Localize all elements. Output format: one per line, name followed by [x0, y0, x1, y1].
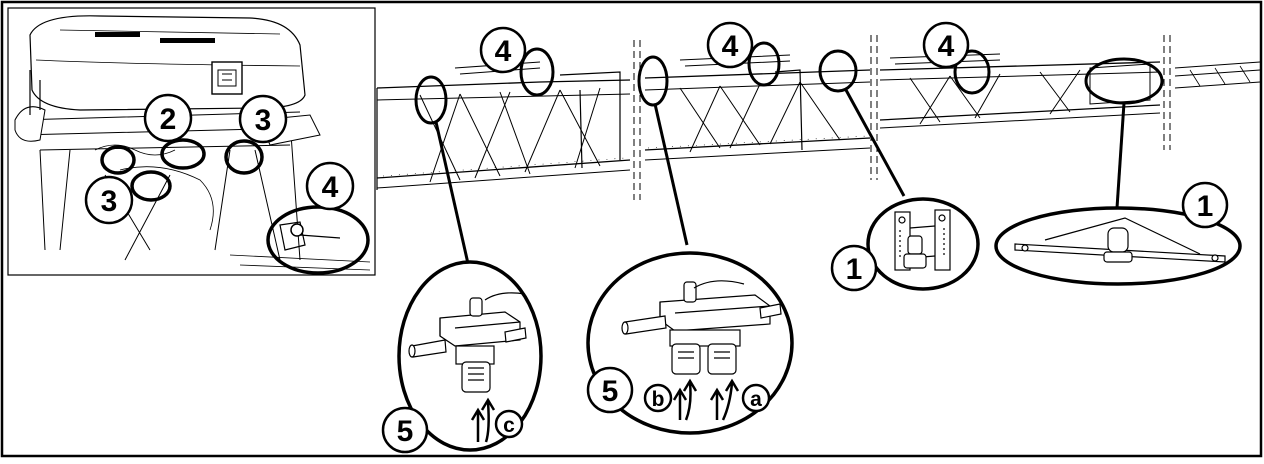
callout-label: 1: [846, 253, 863, 286]
highlight-oval-3-upper: [100, 145, 136, 175]
callout-label: 1: [1197, 190, 1214, 223]
valve-block: [621, 280, 782, 375]
highlight-oval-5-mid: [637, 55, 669, 107]
tank-lid-slot: [95, 32, 140, 37]
callout-4-boom-mid: 4: [706, 21, 754, 69]
callout-4-boom-left: 4: [479, 26, 527, 74]
valve-block: [408, 292, 527, 393]
callout-label: 5: [602, 375, 619, 408]
highlight-oval-3-right: [224, 139, 264, 175]
boom-highlights: [414, 41, 1164, 125]
callout-3-right: 3: [238, 94, 288, 144]
callout-label: 3: [101, 185, 118, 218]
detail-circle: [866, 197, 980, 291]
port-label-b: b: [643, 383, 673, 413]
callout-label: 4: [722, 30, 739, 63]
callout-1-bracket: 1: [830, 244, 878, 292]
detail-bracket: 1: [830, 197, 980, 292]
port-label-a: a: [741, 383, 771, 413]
tank-logo-plate: [211, 61, 243, 95]
highlight-oval-3-lower: [130, 170, 172, 202]
tank-inset: 2 3 3 4: [7, 7, 376, 276]
callout-label: 5: [397, 415, 414, 448]
highlight-oval-2: [160, 138, 206, 170]
detail-valve-left: c 5: [381, 260, 543, 454]
callout-5-left: 5: [381, 406, 429, 454]
port-label-c: c: [494, 409, 524, 439]
callout-2: 2: [143, 93, 193, 143]
leader-lines: [434, 89, 1126, 269]
bracket-part: [894, 209, 951, 271]
highlight-oval-4-right: [953, 49, 991, 95]
beam-part: [1014, 217, 1226, 263]
callout-label: 4: [322, 171, 339, 204]
port-letter: a: [750, 388, 762, 411]
highlight-oval-4-mid: [747, 41, 781, 87]
callout-4-tank: 4: [305, 161, 355, 211]
callout-label: 3: [255, 104, 272, 137]
callout-1-beam: 1: [1181, 181, 1229, 229]
callout-4-boom-right: 4: [922, 21, 970, 69]
port-letter: b: [652, 388, 665, 411]
detail-valve-mid: b a 5: [586, 251, 794, 435]
detail-beam: 1: [994, 181, 1242, 286]
highlight-oval-1-bracket: [818, 49, 858, 93]
callout-label: 4: [495, 35, 512, 68]
callout-3-left: 3: [84, 175, 134, 225]
callout-5-mid: 5: [586, 366, 634, 414]
callout-label: 4: [938, 30, 955, 63]
highlight-oval-5-left: [414, 75, 448, 125]
tank-lid-slot: [160, 38, 215, 43]
highlight-oval-4-left: [519, 47, 555, 97]
port-letter: c: [503, 414, 515, 437]
callout-label: 2: [160, 103, 177, 136]
